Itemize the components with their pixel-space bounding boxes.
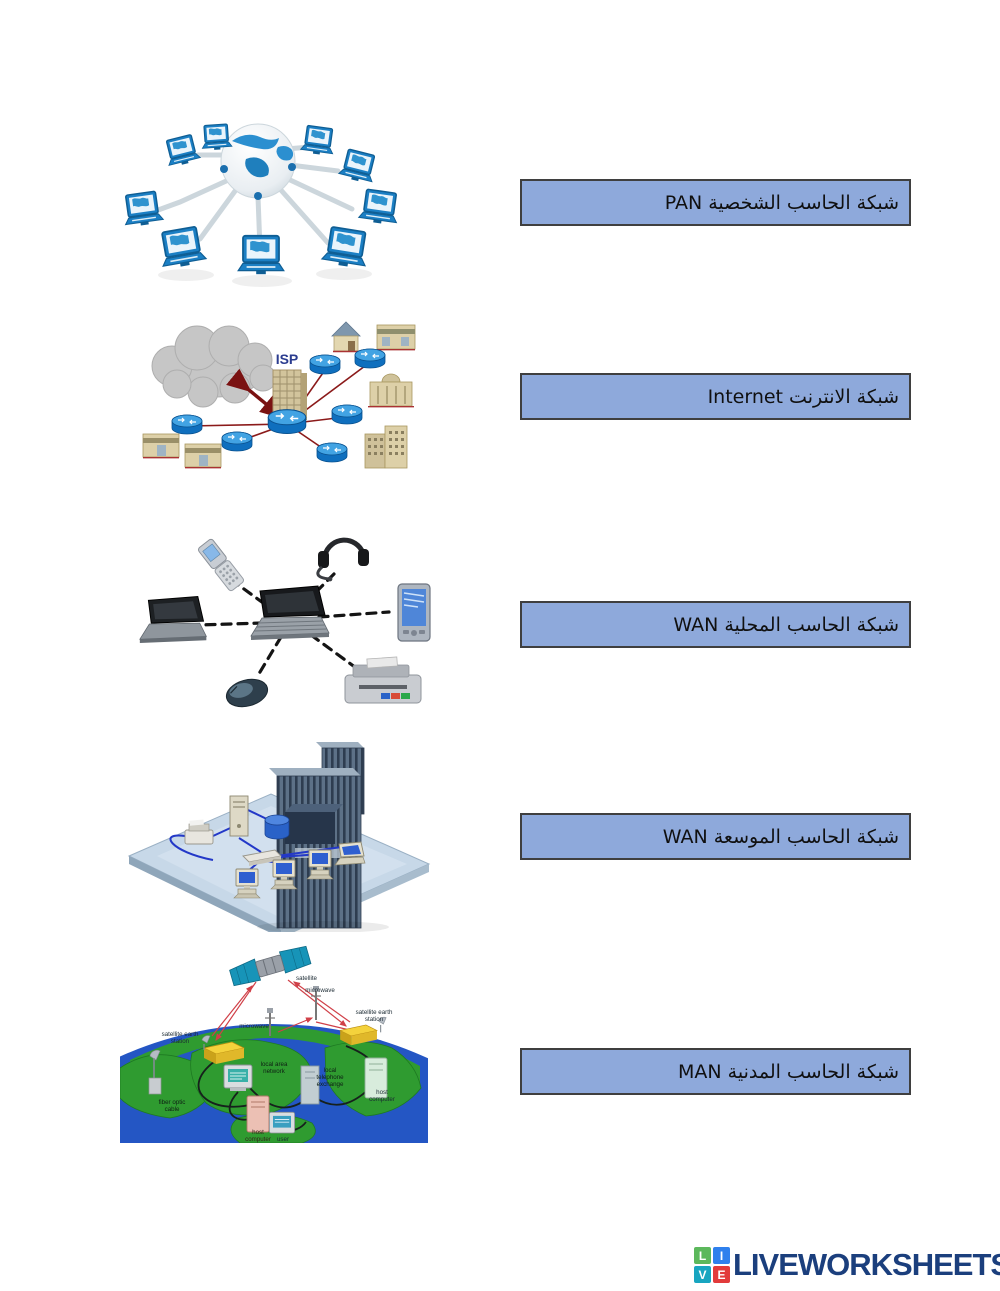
mouse-icon	[225, 678, 269, 708]
image-lan-network[interactable]	[127, 513, 455, 722]
svg-text:network: network	[263, 1068, 286, 1075]
server-tower-icon	[229, 795, 249, 837]
shop-icon	[184, 443, 222, 469]
shadows	[158, 268, 372, 287]
answer-box-pan[interactable]: شبكة الحاسب الشخصية PAN	[520, 179, 911, 226]
isp-label: ISP	[276, 351, 299, 367]
satellite-network-illustration: satellite satellite earth station satell…	[120, 945, 428, 1143]
user-computer-icon	[268, 1111, 296, 1134]
lan-label: local area	[261, 1061, 288, 1068]
exchange-label: local	[324, 1067, 337, 1074]
shop-icon	[376, 324, 416, 351]
image-wan-network[interactable]	[127, 740, 434, 932]
building-network-illustration	[127, 742, 431, 932]
pan-globe-laptops-illustration	[120, 123, 402, 287]
lan-computer-icon	[223, 1064, 253, 1091]
svg-text:cable: cable	[165, 1106, 180, 1113]
answer-text: شبكة الحاسب المدنية MAN	[678, 1060, 899, 1083]
logo-square-i: I	[713, 1247, 730, 1264]
image-man-network[interactable]: satellite satellite earth station satell…	[120, 936, 428, 1143]
bank-icon	[368, 373, 414, 408]
central-laptop-icon	[250, 585, 330, 640]
earth-station-label: satellite earth	[356, 1009, 393, 1016]
liveworksheets-grid-icon: L I V E	[694, 1247, 730, 1283]
hub-icon	[242, 849, 282, 866]
satellite-icon	[229, 945, 312, 987]
office-building-icon	[364, 425, 408, 469]
image-pan-network[interactable]	[120, 107, 406, 288]
answer-text: شبكة الحاسب المحلية WAN	[673, 613, 899, 636]
logo-wordmark: LIVEWORKSHEETS	[733, 1247, 1000, 1282]
answer-box-internet[interactable]: شبكة الانترنت Internet	[520, 373, 911, 420]
answer-box-lan[interactable]: شبكة الحاسب المحلية WAN	[520, 601, 911, 648]
microwave-tower-icon	[311, 986, 321, 1020]
host-label: host	[252, 1129, 264, 1136]
shop-icon	[142, 433, 180, 459]
liveworksheets-logo[interactable]: L I V E LIVEWORKSHEETS	[694, 1247, 1000, 1283]
user-label: user	[277, 1136, 289, 1143]
logo-square-e: E	[713, 1266, 730, 1283]
image-internet-network[interactable]: ISP	[127, 318, 432, 470]
svg-text:exchange: exchange	[317, 1081, 344, 1088]
svg-text:computer: computer	[369, 1096, 395, 1103]
printer-icon	[344, 656, 422, 704]
database-icon	[264, 814, 290, 840]
globe	[220, 123, 296, 200]
svg-text:station: station	[365, 1016, 384, 1023]
earth-station-icon	[339, 1016, 387, 1046]
internet-cloud	[151, 325, 277, 408]
printer-icon	[184, 819, 214, 845]
pda-icon	[397, 583, 431, 642]
headset-icon	[316, 537, 369, 582]
answer-text: شبكة الحاسب الموسعة WAN	[662, 825, 899, 848]
logo-square-v: V	[694, 1266, 711, 1283]
answer-box-wan[interactable]: شبكة الحاسب الموسعة WAN	[520, 813, 911, 860]
earth-station-icon	[201, 1035, 246, 1064]
laptop-icon	[334, 841, 366, 866]
answer-text: شبكة الحاسب الشخصية PAN	[664, 191, 899, 214]
answer-text: شبكة الانترنت Internet	[707, 385, 899, 408]
microwave-label: microwave	[305, 987, 335, 994]
house-icon	[331, 321, 361, 353]
host-computer-icon	[246, 1095, 270, 1133]
host-label: host	[376, 1089, 388, 1096]
host-computer-icon	[364, 1057, 388, 1099]
microwave-label: microwave	[239, 1023, 269, 1030]
earth-station-label: satellite earth	[162, 1031, 199, 1038]
network-cables	[147, 138, 355, 252]
building-shadow	[257, 921, 389, 932]
svg-text:telephone: telephone	[316, 1074, 344, 1081]
svg-text:station: station	[171, 1038, 190, 1045]
microwave-tower-icon	[265, 1008, 275, 1036]
wireless-devices-illustration	[139, 537, 431, 708]
fiber-label: fiber optic	[159, 1099, 186, 1106]
answer-box-man[interactable]: شبكة الحاسب المدنية MAN	[520, 1048, 911, 1095]
svg-text:computer: computer	[245, 1136, 271, 1143]
logo-square-l: L	[694, 1247, 711, 1264]
isp-network-illustration: ISP	[142, 321, 416, 469]
satellite-label: satellite	[296, 975, 318, 982]
dish-antenna-icon	[148, 1050, 162, 1095]
diagram-labels: satellite satellite earth station satell…	[159, 975, 395, 1143]
telephone-exchange-icon	[300, 1065, 320, 1105]
mobile-phone-icon	[197, 538, 245, 592]
laptop-icon	[139, 595, 207, 644]
